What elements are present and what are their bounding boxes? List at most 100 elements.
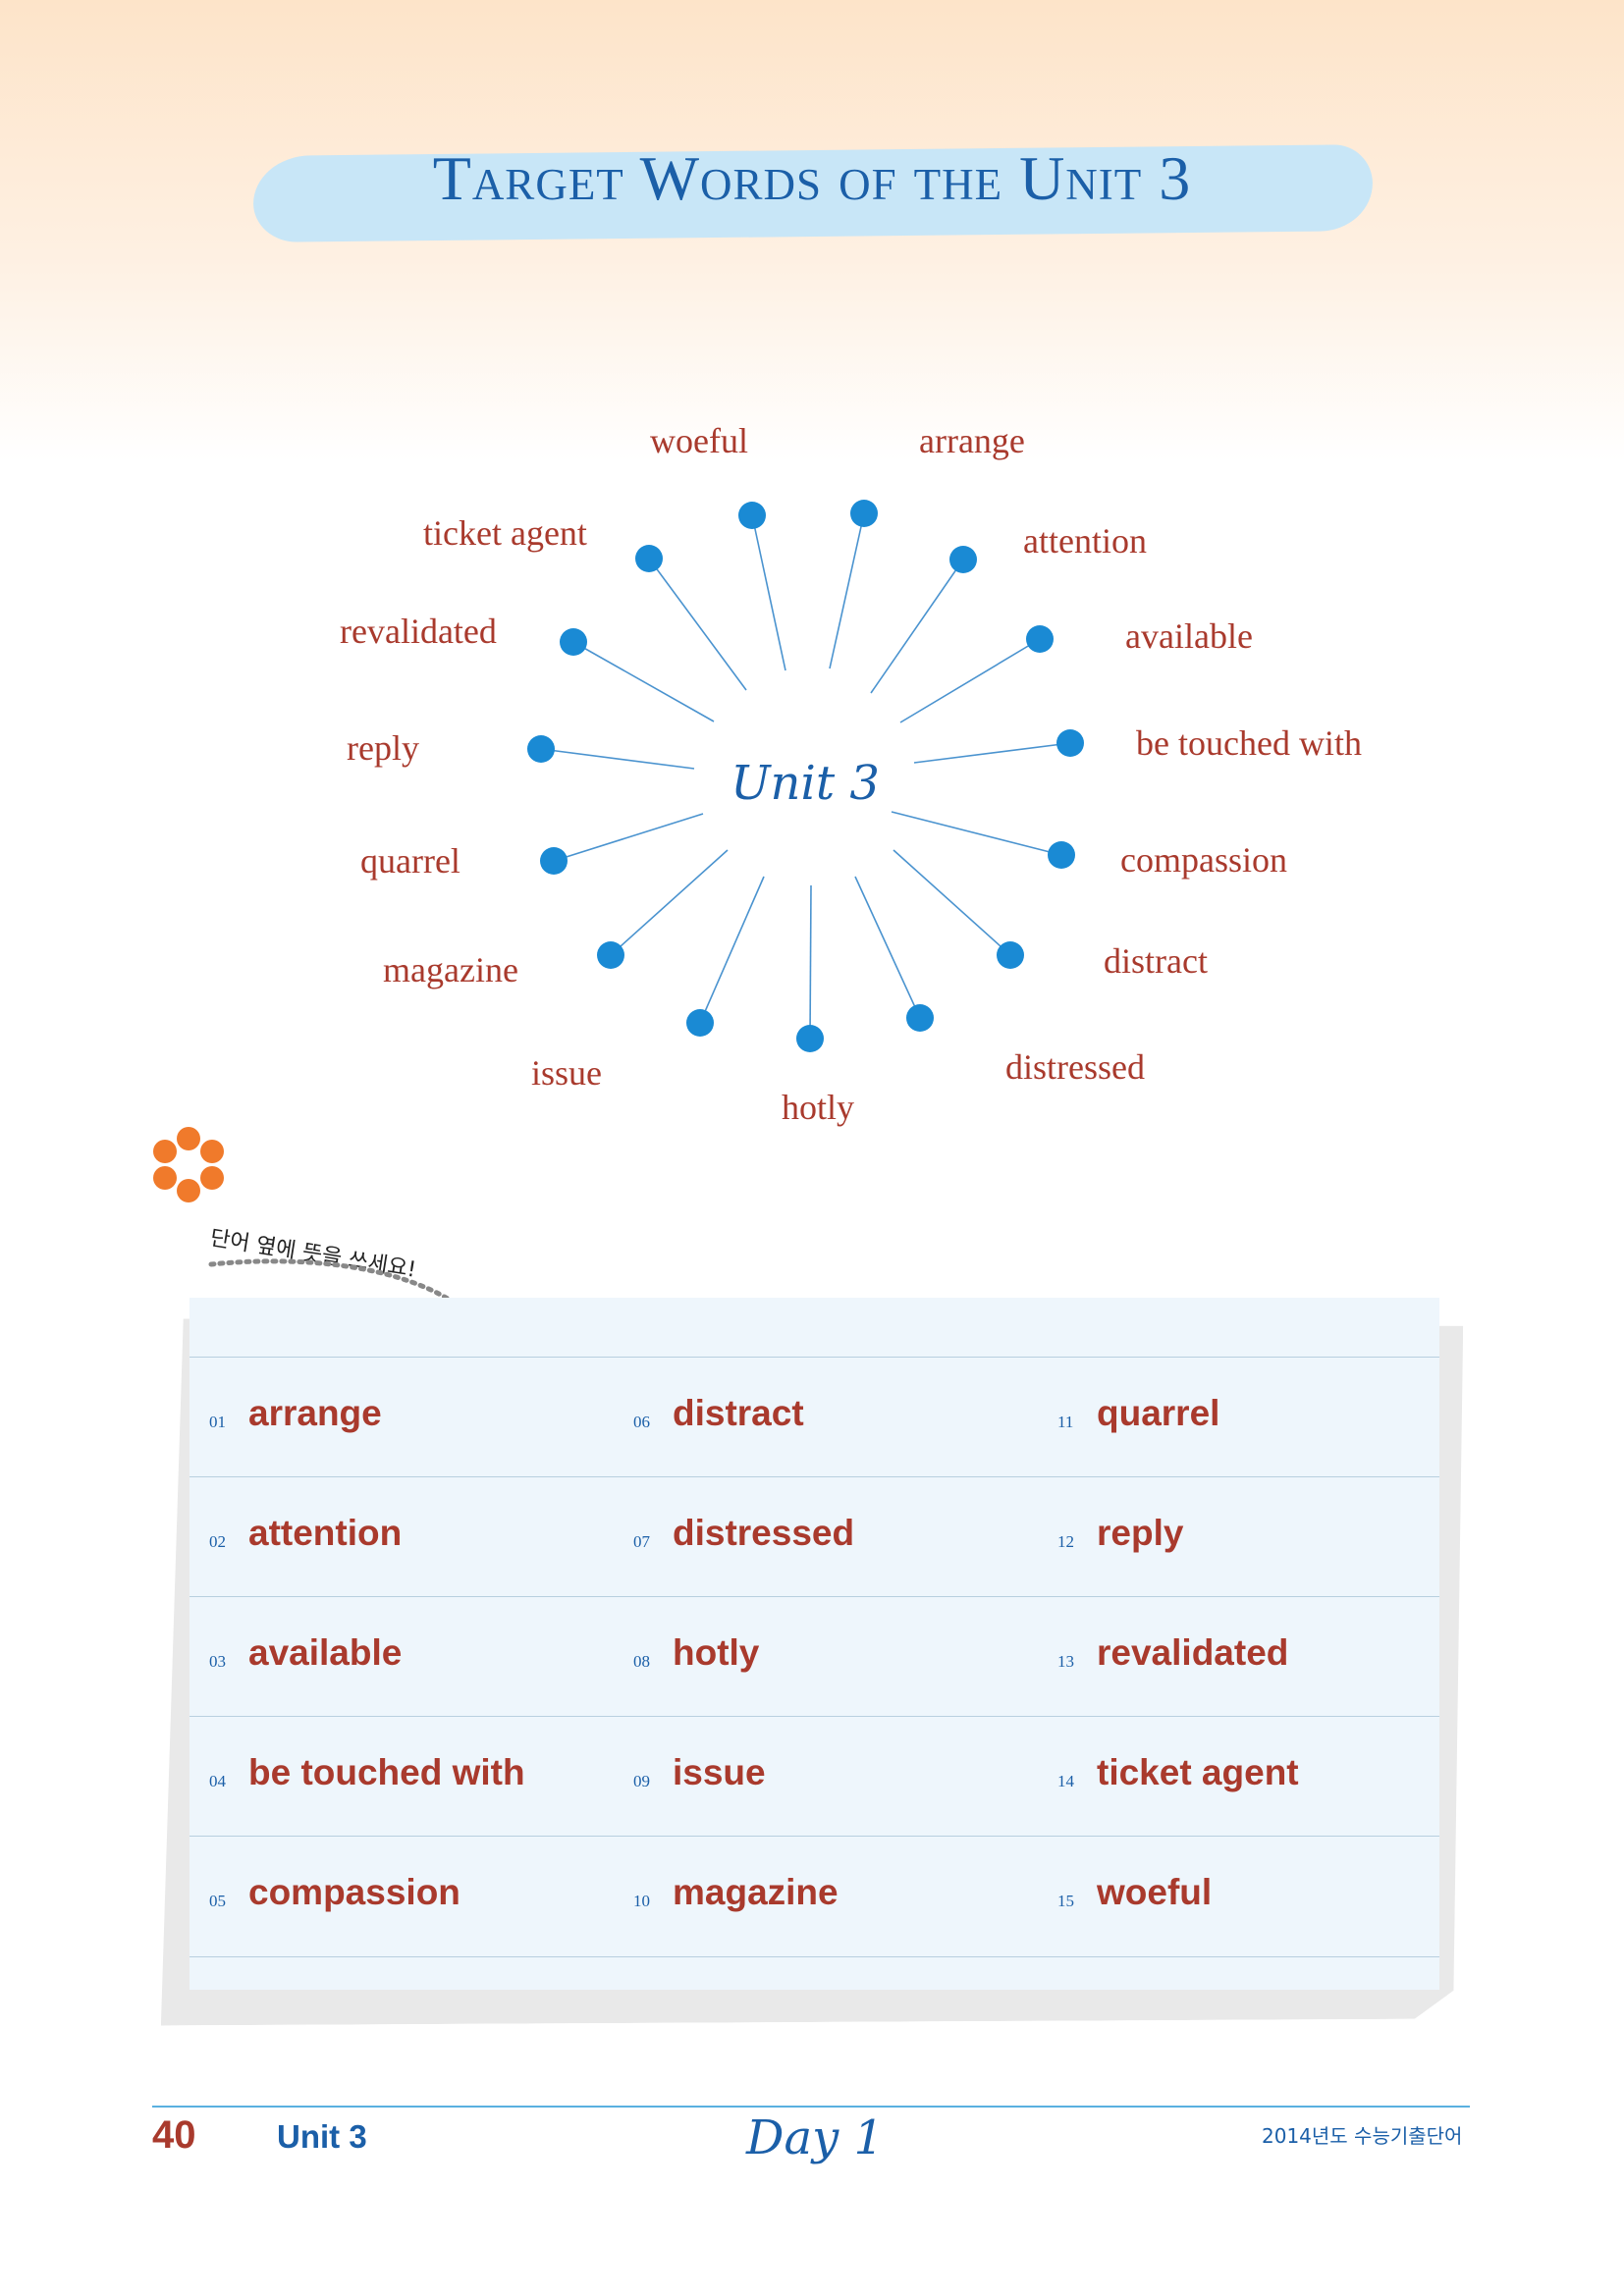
word-cell: 04 be touched with <box>189 1717 612 1837</box>
word-term: issue <box>673 1752 766 1792</box>
word-term: revalidated <box>1097 1632 1289 1673</box>
word-number: 01 <box>209 1413 226 1431</box>
word-cell: 09 issue <box>614 1717 1036 1837</box>
wheel-dot <box>1056 729 1084 757</box>
footer-day-label: Day 1 <box>746 2110 885 2165</box>
word-number: 12 <box>1057 1532 1074 1551</box>
wheel-word: woeful <box>650 421 748 460</box>
wheel-dot <box>738 502 766 529</box>
wheel-center-label: Unit 3 <box>731 756 880 811</box>
wheel-dot <box>850 500 878 527</box>
word-term: available <box>248 1632 403 1673</box>
wheel-word: compassion <box>1120 840 1287 880</box>
word-term: distract <box>673 1393 804 1433</box>
word-term: quarrel <box>1097 1393 1220 1433</box>
word-number: 03 <box>209 1652 226 1671</box>
word-term: be touched with <box>248 1752 525 1792</box>
word-number: 04 <box>209 1772 226 1790</box>
wheel-dot <box>1026 625 1054 653</box>
wheel-dot <box>527 735 555 763</box>
word-cell: 13 revalidated <box>1038 1597 1460 1717</box>
wheel-spoke <box>829 512 865 669</box>
wheel-spoke <box>809 884 812 1040</box>
word-cell: 08 hotly <box>614 1597 1036 1717</box>
table-row: 04 be touched with 09 issue 14 ticket ag… <box>189 1716 1439 1837</box>
wheel-spoke <box>648 558 747 691</box>
wheel-dot <box>540 847 568 875</box>
wheel-spoke <box>854 876 921 1019</box>
word-number: 11 <box>1057 1413 1074 1431</box>
word-number: 05 <box>209 1892 226 1910</box>
wheel-word: magazine <box>383 950 518 989</box>
flower-petal <box>153 1140 177 1163</box>
word-term: woeful <box>1097 1872 1213 1912</box>
word-cell: 01 arrange <box>189 1358 612 1477</box>
wheel-word: quarrel <box>360 841 460 881</box>
table-row: 05 compassion 10 magazine 15 woeful <box>189 1836 1439 1957</box>
word-term: arrange <box>248 1393 382 1433</box>
word-cell: 12 reply <box>1038 1477 1460 1597</box>
wheel-spoke <box>610 849 729 956</box>
word-term: magazine <box>673 1872 839 1912</box>
wheel-word: reply <box>347 728 419 768</box>
word-number: 10 <box>633 1892 650 1910</box>
word-cell: 14 ticket agent <box>1038 1717 1460 1837</box>
word-term: ticket agent <box>1097 1752 1299 1792</box>
wheel-spoke <box>751 514 786 671</box>
wheel-dot <box>997 941 1024 969</box>
word-wheel-lines <box>527 500 1084 1052</box>
word-number: 08 <box>633 1652 650 1671</box>
wheel-spoke <box>699 876 765 1024</box>
table-row: 01 arrange 06 distract 11 quarrel <box>189 1357 1439 1477</box>
wheel-dot <box>597 941 624 969</box>
wheel-word: distressed <box>1005 1047 1145 1087</box>
wheel-dot <box>949 546 977 573</box>
word-term: hotly <box>673 1632 760 1673</box>
word-term: distressed <box>673 1513 855 1553</box>
wheel-spoke <box>572 641 715 722</box>
word-number: 02 <box>209 1532 226 1551</box>
footer-unit-label: Unit 3 <box>277 2118 367 2155</box>
wheel-word: arrange <box>919 421 1025 460</box>
wheel-word: revalidated <box>340 612 497 651</box>
wheel-dot <box>796 1025 824 1052</box>
word-number: 14 <box>1057 1772 1074 1790</box>
wheel-dot <box>686 1009 714 1037</box>
word-number: 09 <box>633 1772 650 1790</box>
flower-petal <box>200 1166 224 1190</box>
page-number: 40 <box>152 2113 196 2157</box>
word-cell: 15 woeful <box>1038 1837 1460 1956</box>
word-cell: 06 distract <box>614 1358 1036 1477</box>
word-cell: 10 magazine <box>614 1837 1036 1956</box>
word-cell: 05 compassion <box>189 1837 612 1956</box>
word-number: 15 <box>1057 1892 1074 1910</box>
wheel-word: attention <box>1023 521 1147 561</box>
word-cell: 03 available <box>189 1597 612 1717</box>
flower-petal <box>177 1127 200 1150</box>
flower-petal <box>153 1166 177 1190</box>
wheel-spoke <box>893 849 1011 956</box>
word-term: compassion <box>248 1872 460 1912</box>
word-term: reply <box>1097 1513 1184 1553</box>
wheel-spoke <box>913 742 1071 764</box>
footer-divider <box>152 2106 1470 2108</box>
wheel-spoke <box>553 813 704 862</box>
word-wheel: Unit 3 woeful arrange ticket agent atten… <box>340 421 1362 1127</box>
wheel-dot <box>635 545 663 572</box>
word-number: 07 <box>633 1532 650 1551</box>
word-cell: 02 attention <box>189 1477 612 1597</box>
wheel-spoke <box>899 638 1041 723</box>
page-title: Target Words of the Unit 3 <box>432 143 1192 213</box>
flower-petal <box>177 1179 200 1202</box>
word-table: 01 arrange 06 distract 11 quarrel 02 att… <box>189 1298 1439 1990</box>
wheel-word: be touched with <box>1136 723 1362 763</box>
wheel-word: hotly <box>782 1088 855 1127</box>
wheel-dot <box>1048 841 1075 869</box>
wheel-word: distract <box>1104 941 1208 981</box>
word-number: 06 <box>633 1413 650 1431</box>
flower-icon <box>151 1127 226 1202</box>
wheel-word: issue <box>531 1053 602 1093</box>
wheel-word: available <box>1125 616 1253 656</box>
flower-petal <box>200 1140 224 1163</box>
wheel-spoke <box>870 559 964 694</box>
